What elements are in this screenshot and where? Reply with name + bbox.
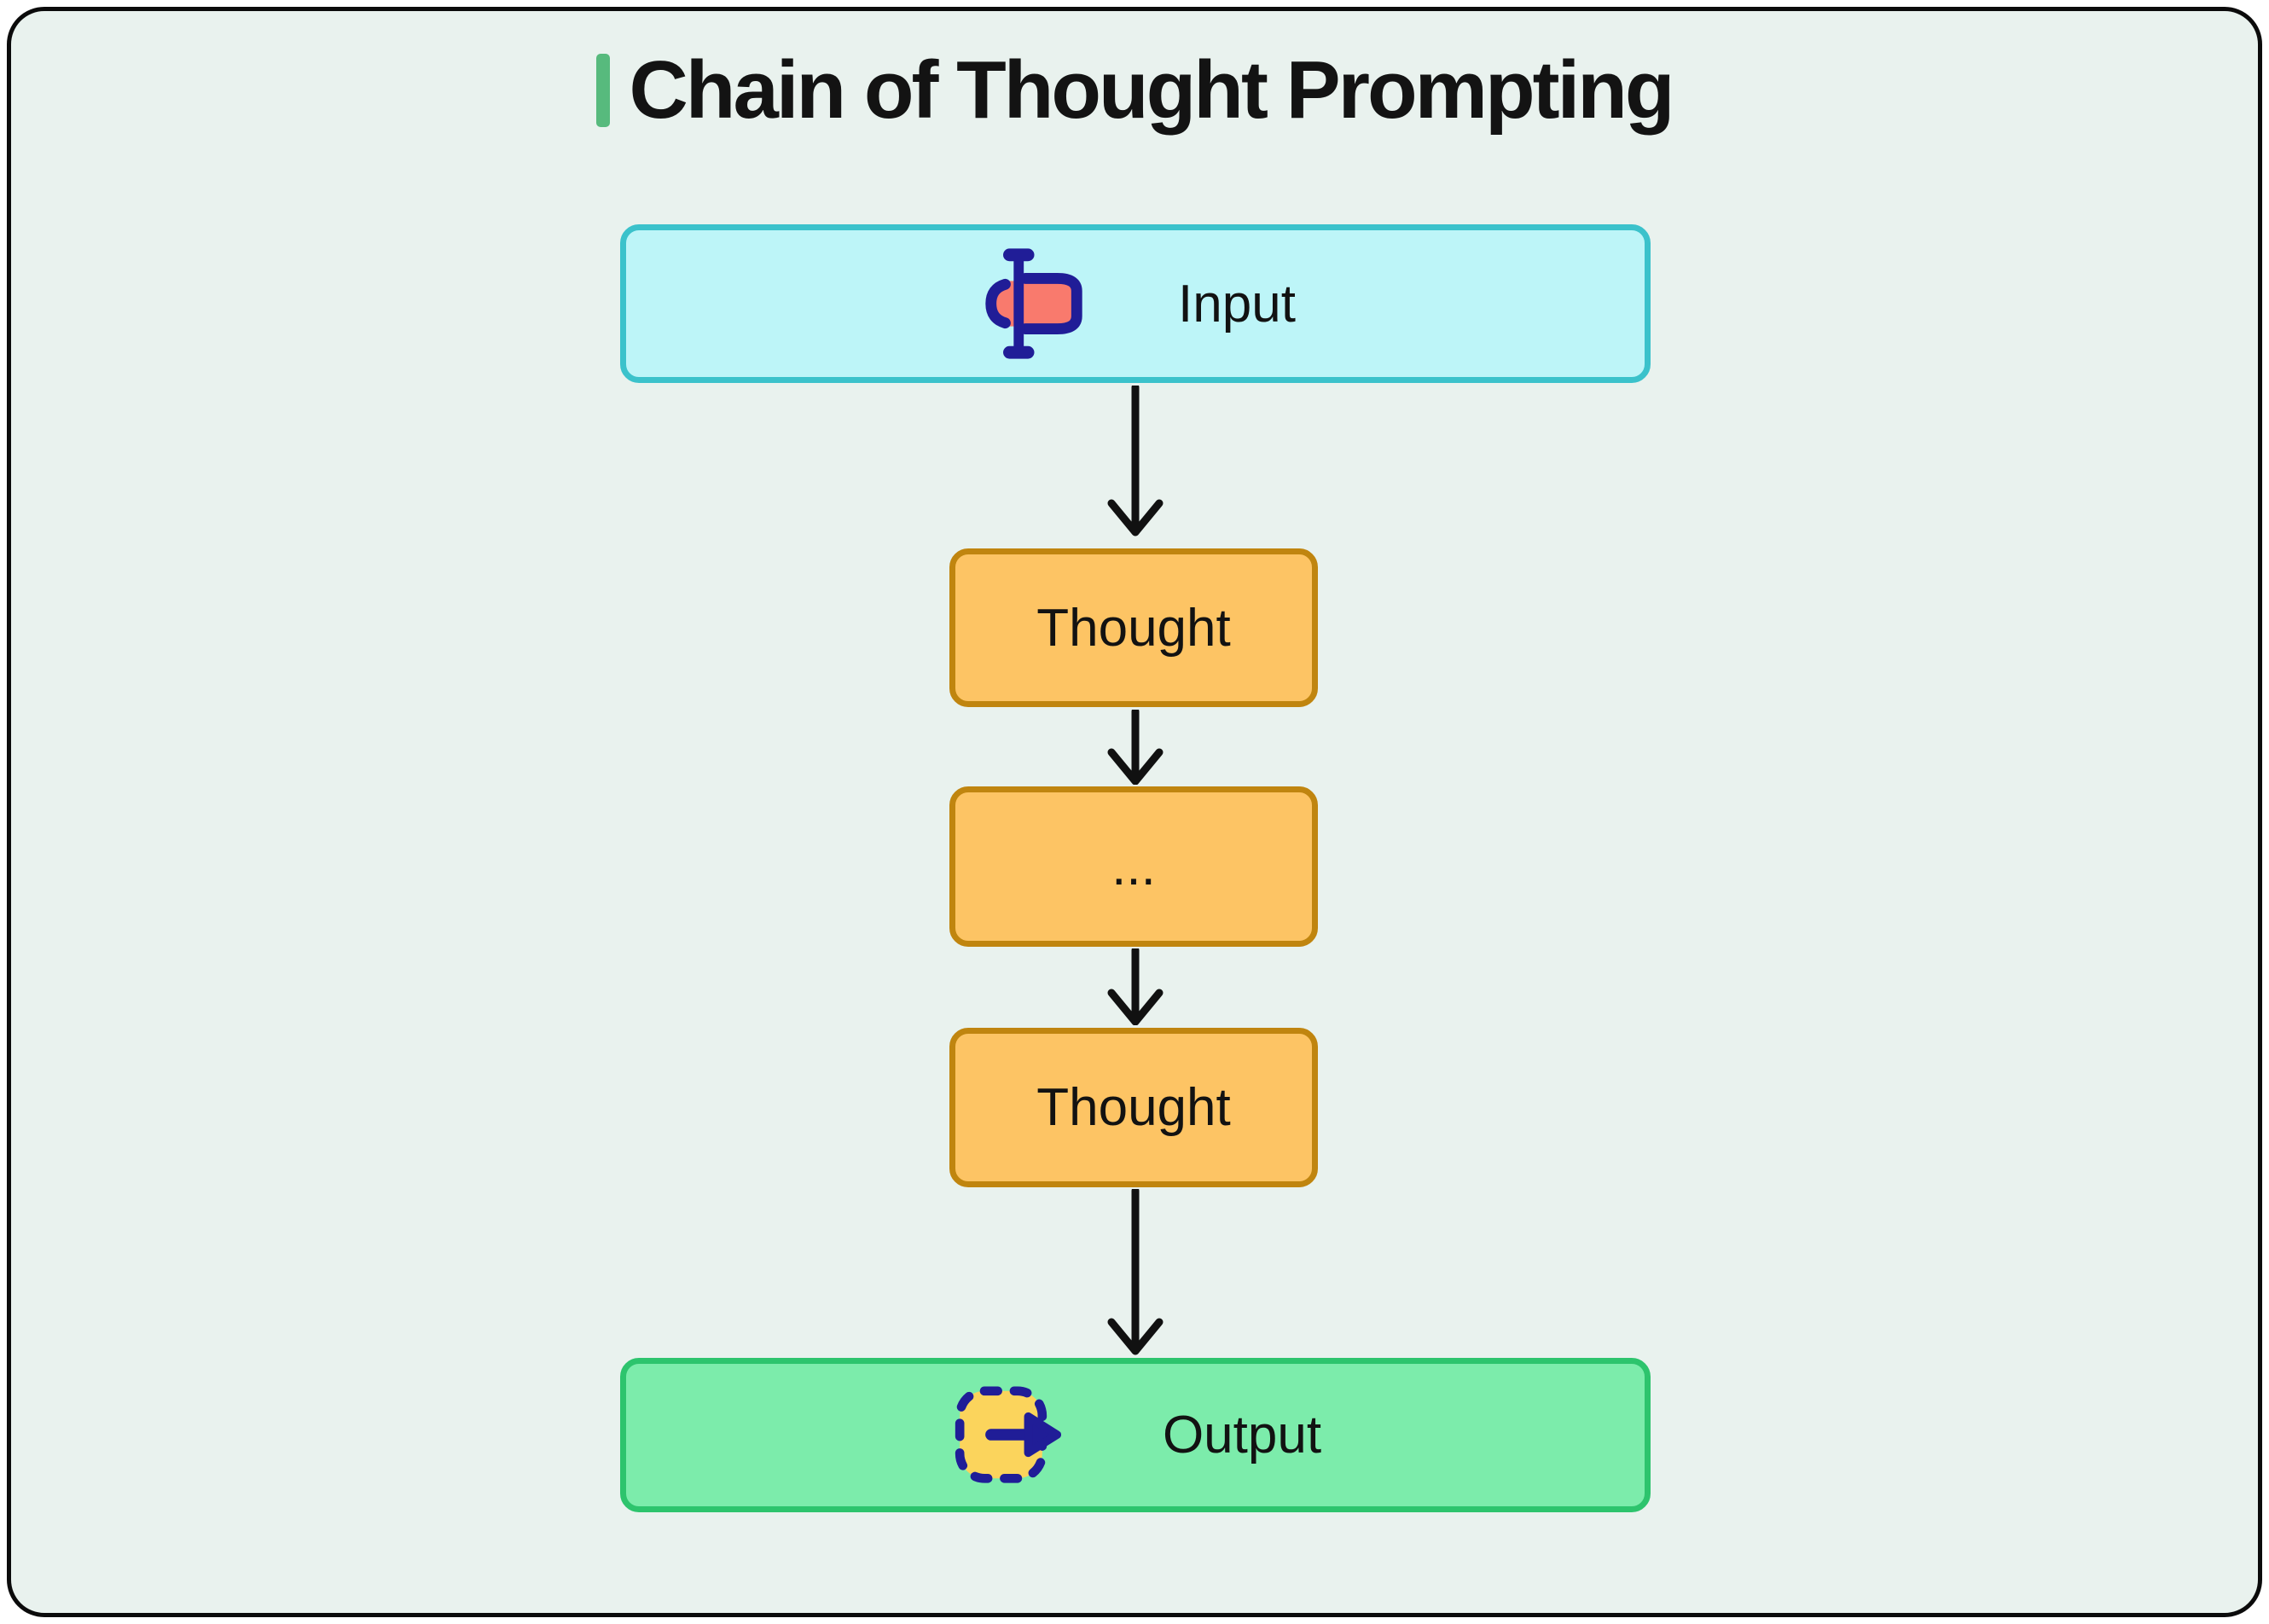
- node-label: Output: [1162, 1406, 1322, 1464]
- page-title: Chain of Thought Prompting: [629, 44, 1674, 136]
- node-thought-2: Thought: [949, 1028, 1318, 1187]
- node-thought-1: Thought: [949, 548, 1318, 707]
- arrow-down-icon: [1107, 386, 1164, 536]
- arrow-down-icon: [1107, 1189, 1164, 1355]
- node-label: ...: [1111, 837, 1156, 896]
- title-accent-bar: [596, 54, 611, 127]
- arrow-down-icon: [1107, 710, 1164, 785]
- text-input-cursor-icon: [975, 241, 1093, 367]
- node-label: Thought: [1036, 598, 1231, 658]
- node-label: Thought: [1036, 1078, 1231, 1137]
- node-input: Input: [620, 224, 1651, 383]
- export-arrow-icon: [949, 1385, 1077, 1485]
- node-output: Output: [620, 1358, 1651, 1512]
- arrow-down-icon: [1107, 948, 1164, 1025]
- title-row: Chain of Thought Prompting: [0, 48, 2269, 133]
- node-ellipsis: ...: [949, 786, 1318, 947]
- node-label: Input: [1178, 274, 1296, 334]
